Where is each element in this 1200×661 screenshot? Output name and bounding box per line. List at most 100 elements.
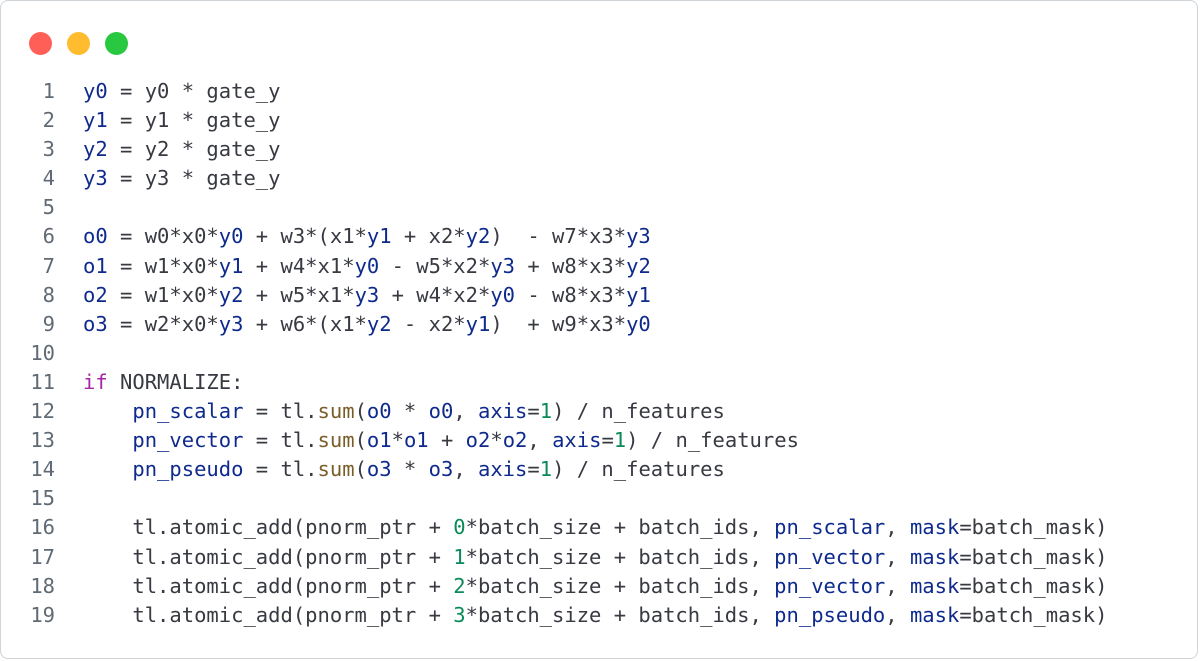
code-token: o1 [366,428,392,453]
code-token: tl.atomic_add(pnorm_ptr + [83,602,454,627]
code-token: ( [354,399,367,424]
code-token [83,457,132,481]
code-line: 13 pn_vector = tl.sum(o1*o1 + o2*o2, axi… [1,426,1197,455]
code-token: ) - w7*x3* [490,224,627,249]
line-number: 9 [42,311,55,336]
code-token: ) / n_features [626,428,799,453]
code-token: ( [354,457,367,482]
code-line: 7 o1 = w1*x0*y1 + w4*x1*y0 - w5*x2*y3 + w… [1,252,1197,281]
code-text: pn_pseudo = tl.sum(o3 * o3, axis=1) / n_… [83,455,725,484]
code-token: pn_vector [774,573,886,598]
code-token: =batch_mask) [959,573,1108,598]
code-line: 19 tl.atomic_add(pnorm_ptr + 3*batch_siz… [1,601,1197,630]
code-token: mask [909,602,960,627]
code-token: =batch_mask) [959,544,1108,569]
code-token: ) / n_features [552,457,725,482]
code-token: y2 [626,253,651,278]
code-token: * [391,457,429,482]
code-token: y1 [626,282,651,307]
code-token: tl.atomic_add(pnorm_ptr + [83,515,454,540]
code-token: 1 [539,399,553,424]
code-token: * [490,428,503,453]
line-number: 17 [30,544,55,569]
code-token: 1 [453,544,466,569]
code-token: y2 [83,137,108,162]
maximize-button[interactable] [105,32,128,55]
code-text: y2 = y2 * gate_y [83,135,280,164]
code-text: tl.atomic_add(pnorm_ptr + 1*batch_size +… [83,543,1107,572]
code-token: = [527,457,540,482]
code-token: , [453,457,478,482]
code-token: - w5*x2* [379,253,491,278]
code-token: + x2* [391,224,466,249]
code-token: = tl. [243,457,318,482]
code-token: *batch_size + batch_ids, [465,544,775,569]
code-token [83,399,132,423]
code-token: o2 [465,428,491,453]
line-number: 7 [42,253,55,278]
code-token: - x2* [391,311,466,336]
code-token: mask [909,515,960,540]
code-token: = w0*x0* [107,224,219,249]
line-number: 14 [30,457,55,482]
code-token: y3 [626,224,651,249]
code-line: 11 if NORMALIZE: [1,368,1197,397]
line-number: 5 [42,195,55,220]
code-token: mask [909,544,960,569]
code-text: y1 = y1 * gate_y [83,106,280,135]
line-number: 13 [30,428,55,453]
code-token: axis [552,428,602,453]
code-token: y1 [218,253,244,278]
code-token: =batch_mask) [959,602,1108,627]
line-number: 11 [30,369,55,394]
code-token: o3 [366,457,392,482]
code-token [83,428,132,452]
line-number: 18 [30,573,55,598]
code-token: y2 [465,224,491,249]
code-token: mask [909,573,960,598]
code-token: , [527,428,553,453]
close-button[interactable] [29,32,52,55]
code-token: ) / n_features [552,399,725,424]
line-number: 4 [42,166,55,191]
code-token: = y0 * gate_y [107,79,281,103]
code-line: 10 [1,339,1197,368]
code-token: + w3*(x1* [243,224,367,249]
minimize-button[interactable] [67,32,90,55]
code-line: 17 tl.atomic_add(pnorm_ptr + 1*batch_siz… [1,543,1197,572]
code-token: y0 [218,224,244,249]
code-token: + [428,428,466,453]
code-token: = w1*x0* [107,282,219,307]
code-token: y3 [490,253,516,278]
code-text: y3 = y3 * gate_y [83,164,280,193]
code-token: pn_vector [774,544,886,569]
code-token: pn_pseudo [132,457,244,482]
code-line: 16 tl.atomic_add(pnorm_ptr + 0*batch_siz… [1,513,1197,542]
code-token: = tl. [243,428,318,453]
code-text: o0 = w0*x0*y0 + w3*(x1*y1 + x2*y2) - w7*… [83,222,651,251]
code-line: 5 [1,193,1197,222]
code-token: y2 [366,311,392,336]
line-number: 10 [30,340,55,365]
code-token: + w4*x2* [379,282,491,307]
code-token: y3 [218,311,244,336]
line-number: 19 [30,602,55,627]
code-text: o1 = w1*x0*y1 + w4*x1*y0 - w5*x2*y3 + w8… [83,252,651,281]
code-text: pn_vector = tl.sum(o1*o1 + o2*o2, axis=1… [83,426,799,455]
code-line: 4 y3 = y3 * gate_y [1,164,1197,193]
code-token: y1 [83,108,108,133]
code-text: o2 = w1*x0*y2 + w5*x1*y3 + w4*x2*y0 - w8… [83,281,651,310]
code-token: pn_pseudo [774,602,886,627]
code-token: = [527,399,540,424]
code-token: NORMALIZE: [107,369,244,394]
code-text: if NORMALIZE: [83,368,243,397]
code-token: axis [478,399,528,424]
code-token: , [453,399,478,424]
code-token: o0 [428,399,454,424]
code-token: y0 [354,253,380,278]
